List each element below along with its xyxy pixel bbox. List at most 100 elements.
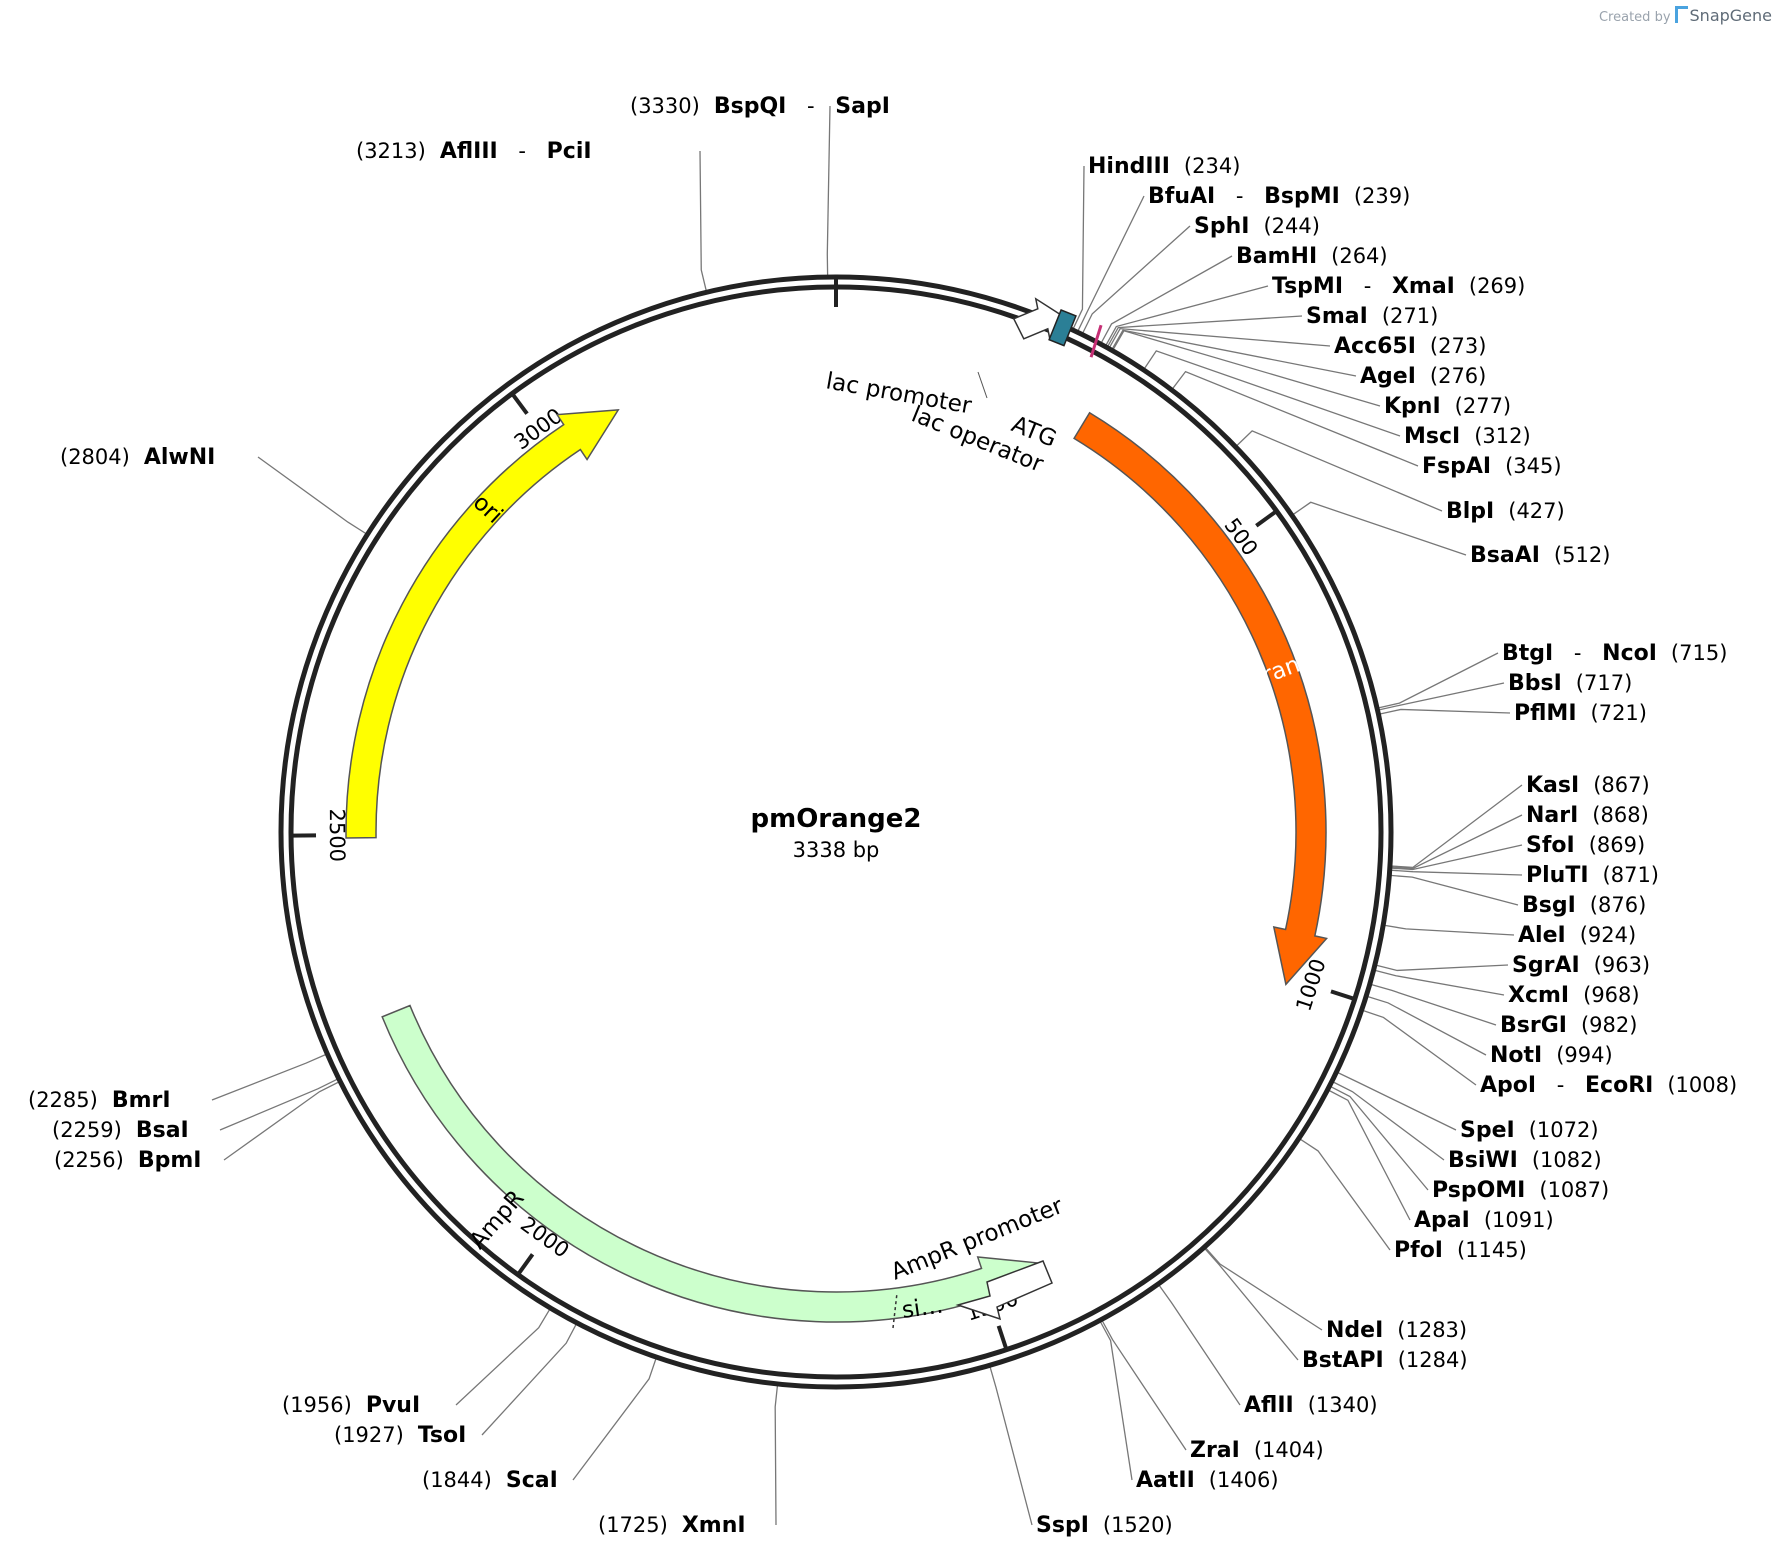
enzyme-name: XmnI [682,1513,746,1538]
site-sgrai[interactable]: SgrAI(963) [1512,953,1650,978]
site-position: (968) [1583,983,1639,1007]
site-alei[interactable]: AleI (924) [1518,923,1636,948]
site-btgi[interactable]: BtgI - NcoI(715) [1502,641,1727,666]
site-bspqi[interactable]: (3330)BspQI - SapI [630,94,890,119]
site-scai[interactable]: (1844)ScaI [422,1468,558,1493]
site-pflmi[interactable]: PflMI(721) [1514,701,1647,726]
site-leader-bsaai [1292,501,1467,556]
site-spei[interactable]: SpeI(1072) [1460,1118,1599,1143]
snapgene-logo-icon [1674,6,1688,23]
lac-operator-leader [977,371,988,399]
site-bsiwi[interactable]: BsiWI(1082) [1448,1148,1602,1173]
plasmid-name: pmOrange2 [750,804,921,834]
site-alwni[interactable]: (2804)AlwNI [60,445,215,470]
feature-ampr-promoter-arrow[interactable] [955,1260,1053,1321]
site-bpmi[interactable]: (2256) BpmI [54,1148,201,1173]
site-nari[interactable]: NarI(868) [1526,803,1649,828]
enzyme-name: BlpI [1446,499,1494,524]
site-sphi[interactable]: SphI(244) [1194,214,1320,239]
site-position: (2256) [54,1148,124,1172]
feature-atg-marker[interactable] [1089,324,1103,358]
enzyme-name: AleI [1518,923,1566,948]
enzyme-name: BpmI [138,1148,202,1173]
site-sfoi[interactable]: SfoI(869) [1526,833,1645,858]
site-smai[interactable]: SmaI(271) [1306,304,1438,329]
site-aatii[interactable]: AatII(1406) [1136,1468,1279,1493]
site-pvui[interactable]: (1956)PvuI [282,1393,420,1418]
site-position: (239) [1354,184,1410,208]
site-label-pvui: (1956)PvuI [282,1393,420,1418]
site-position: (1340) [1308,1393,1378,1417]
site-bstapi[interactable]: BstAPI(1284) [1302,1348,1468,1373]
site-leader-kasi [1390,784,1523,869]
site-ndei[interactable]: NdeI(1283) [1326,1318,1467,1343]
site-tspmi[interactable]: TspMI - XmaI(269) [1272,274,1525,299]
site-bsaai[interactable]: BsaAI(512) [1470,543,1610,568]
site-position: (2259) [52,1118,122,1142]
tick-mark-500 [1255,509,1278,528]
site-pfoi[interactable]: PfoI(1145) [1394,1238,1527,1263]
enzyme-name: BsrGI [1500,1013,1567,1038]
site-bbsi[interactable]: BbsI(717) [1508,671,1632,696]
site-bsgi[interactable]: BsgI(876) [1522,893,1646,918]
site-aflii[interactable]: AflII (1340) [1244,1393,1378,1418]
site-zrai[interactable]: ZraI(1404) [1190,1438,1324,1463]
site-leader-ndei [1204,1247,1323,1331]
site-position: (277) [1455,394,1511,418]
site-noti[interactable]: NotI(994) [1490,1043,1613,1068]
site-bfuai[interactable]: BfuAI - BspMI(239) [1148,184,1410,209]
enzyme-name: ZraI [1190,1438,1240,1463]
site-separator: - [1550,1073,1571,1097]
site-kpni[interactable]: KpnI(277) [1384,394,1511,419]
site-position: (924) [1580,923,1636,947]
site-label-sphi: SphI(244) [1194,214,1320,239]
site-pspomi[interactable]: PspOMI(1087) [1432,1178,1609,1203]
site-blpi[interactable]: BlpI(427) [1446,499,1565,524]
site-label-afliii: (3213)AflIII - PciI [356,139,592,164]
feature-morange2-arrow[interactable] [1073,411,1329,986]
enzyme-name: NcoI [1602,641,1657,666]
site-leader-acc65i [1108,327,1331,349]
site-msci[interactable]: MscI(312) [1404,424,1531,449]
feature-lac-operator-box[interactable] [1048,309,1077,347]
site-label-agei: AgeI(276) [1360,364,1486,389]
enzyme-name: AflII [1244,1393,1294,1418]
feature-ori-arrow[interactable] [345,408,620,839]
site-label-alei: AleI (924) [1518,923,1636,948]
enzyme-name: FspAI [1422,454,1491,479]
site-afliii[interactable]: (3213)AflIII - PciI [356,139,592,164]
site-acc65i[interactable]: Acc65I(273) [1334,334,1486,359]
site-pluti[interactable]: PluTI(871) [1526,863,1659,888]
enzyme-name: ApaI [1414,1208,1470,1233]
site-bsai[interactable]: (2259)BsaI [52,1118,189,1143]
site-position: (312) [1474,424,1530,448]
site-position: (1087) [1539,1178,1609,1202]
site-position: (867) [1593,773,1649,797]
enzyme-name: SphI [1194,214,1249,239]
site-leader-bspqi [826,105,831,277]
site-tsoi[interactable]: (1927)TsoI [334,1423,466,1448]
site-label-bbsi: BbsI(717) [1508,671,1632,696]
feature-ampr-arrow[interactable] [381,1004,1038,1323]
site-xcmi[interactable]: XcmI(968) [1508,983,1640,1008]
site-fspai[interactable]: FspAI(345) [1422,454,1562,479]
site-hindiii[interactable]: HindIII(234) [1088,154,1240,179]
site-bmri[interactable]: (2285)BmrI [28,1088,171,1113]
site-label-noti: NotI(994) [1490,1043,1613,1068]
site-leader-bsai [219,1078,339,1131]
site-label-sgrai: SgrAI(963) [1512,953,1650,978]
site-agei[interactable]: AgeI(276) [1360,364,1486,389]
site-sspi[interactable]: SspI(1520) [1036,1513,1173,1538]
site-bamhi[interactable]: BamHI(264) [1236,244,1388,269]
site-kasi[interactable]: KasI(867) [1526,773,1650,798]
site-label-bamhi: BamHI(264) [1236,244,1388,269]
site-position: (717) [1576,671,1632,695]
site-position: (1520) [1103,1513,1173,1537]
site-leader-bbsi [1378,682,1505,711]
site-position: (512) [1554,543,1610,567]
site-xmni[interactable]: (1725)XmnI [598,1513,746,1538]
site-apoi[interactable]: ApoI - EcoRI(1008) [1480,1073,1737,1098]
site-apai[interactable]: ApaI(1091) [1414,1208,1554,1233]
site-bsrgi[interactable]: BsrGI(982) [1500,1013,1637,1038]
site-label-pfoi: PfoI(1145) [1394,1238,1527,1263]
